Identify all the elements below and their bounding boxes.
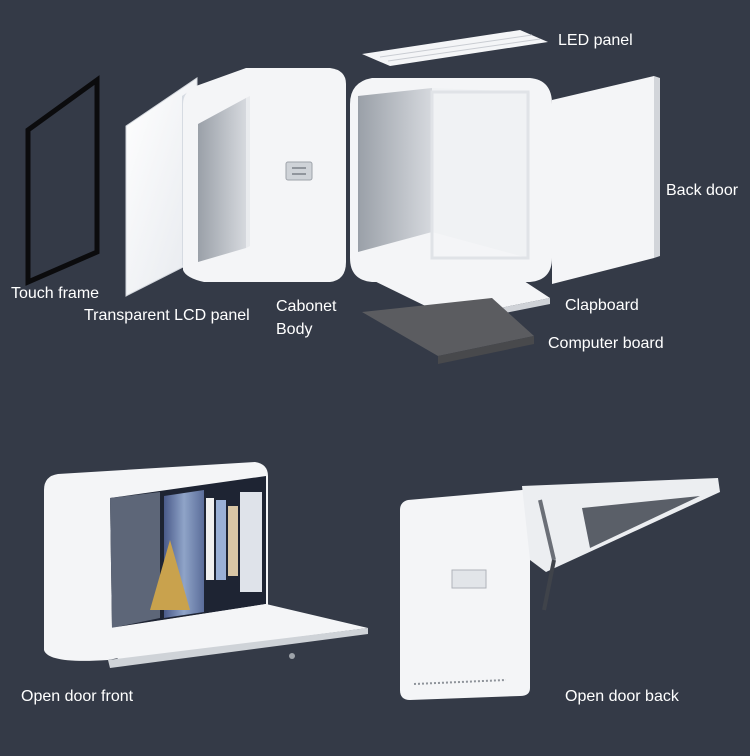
label-transparent-lcd-panel: Transparent LCD panel: [84, 307, 250, 324]
label-open-door-front: Open door front: [21, 688, 134, 705]
middle-frame-part: [350, 78, 552, 282]
touch-frame-part: [25, 75, 100, 286]
label-cabonet-line2: Body: [276, 321, 313, 338]
label-back-door: Back door: [666, 182, 739, 199]
label-clapboard: Clapboard: [565, 297, 639, 314]
open-door-front-image: [44, 462, 368, 668]
back-door-part: [552, 76, 660, 284]
cabinet-body-part: [183, 68, 346, 282]
computer-board-part: [362, 298, 534, 364]
label-touch-frame: Touch frame: [11, 285, 100, 302]
label-open-door-back: Open door back: [565, 688, 679, 705]
led-panel-part: [362, 30, 548, 66]
label-cabonet-line1: Cabonet: [276, 298, 337, 315]
open-door-back-image: [400, 478, 720, 700]
label-led-panel: LED panel: [558, 32, 633, 49]
label-computer-board: Computer board: [548, 335, 664, 352]
